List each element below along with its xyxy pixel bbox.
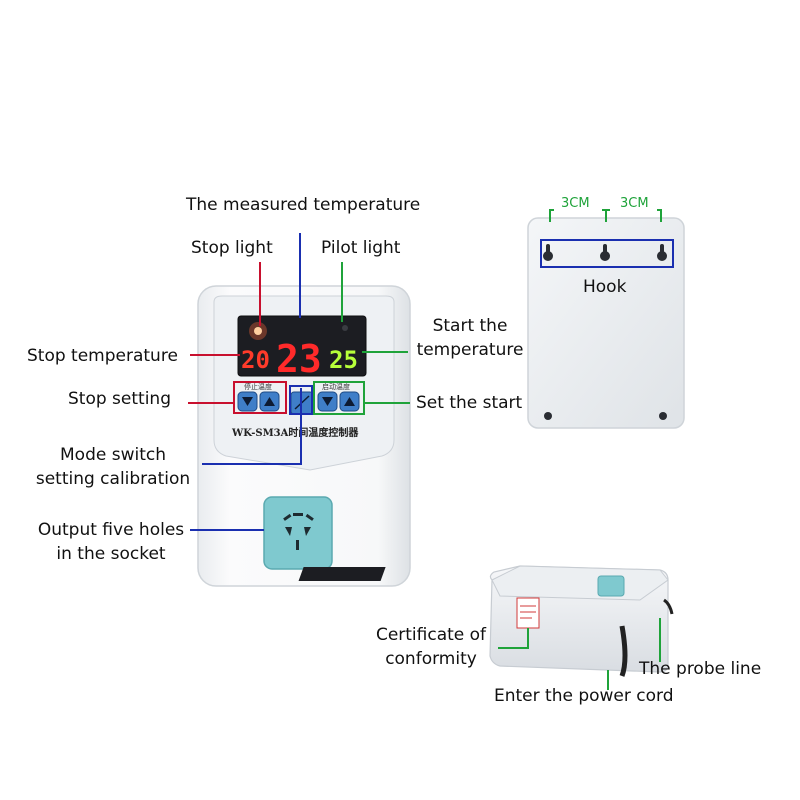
- front-device: 20 23 25 停止温度 启动温度 WK-SM3A时间温度控制器: [197, 285, 411, 587]
- leader-lines: [188, 233, 661, 690]
- model-text: WK-SM3A时间温度控制器: [231, 426, 359, 439]
- measured-temp-digits: 23: [276, 337, 322, 381]
- stop-up-button[interactable]: [259, 391, 280, 412]
- down-arrow-icon: [322, 397, 333, 406]
- stop-group-caption: 停止温度: [244, 382, 272, 391]
- power-cord: [619, 625, 628, 677]
- spacing-markers: [549, 209, 662, 222]
- mode-switch-box: [289, 385, 313, 415]
- certificate-leader: [498, 628, 529, 649]
- side-top: [491, 565, 669, 601]
- hook-label: Hook: [583, 277, 627, 297]
- display-window: [237, 315, 367, 377]
- measured-temp-label: The measured temperature: [186, 195, 421, 215]
- start-temp-label: Start the temperature: [416, 316, 524, 360]
- spacing-right-label: 3CM: [620, 196, 649, 211]
- mode-switch-label: Mode switch setting calibration: [35, 445, 191, 489]
- stop-light-label: Stop light: [191, 238, 273, 258]
- start-temp-digits: 25: [329, 346, 358, 374]
- start-group-caption: 启动温度: [322, 382, 350, 391]
- probe-line-label: The probe line: [639, 659, 762, 679]
- output-socket-label: Output five holes in the socket: [37, 520, 185, 564]
- side-socket: [597, 575, 625, 597]
- side-view: [298, 565, 674, 677]
- probe-line: [663, 598, 674, 615]
- pilot-light-label: Pilot light: [321, 238, 401, 258]
- set-start-box: [313, 381, 365, 415]
- stop-temp-digits: 20: [241, 346, 270, 374]
- stop-setting-label: Stop setting: [68, 389, 171, 409]
- certificate-sticker: [516, 597, 540, 629]
- set-start-label: Set the start: [416, 393, 523, 413]
- output-socket: [263, 496, 333, 570]
- stop-light: [254, 327, 262, 335]
- side-display: [298, 567, 386, 581]
- certificate-lines: [520, 605, 536, 619]
- back-view: [527, 209, 685, 429]
- up-arrow-icon: [264, 397, 275, 406]
- certificate-label: Certificate of conformity: [375, 625, 487, 669]
- stop-down-button[interactable]: [237, 391, 258, 412]
- start-up-button[interactable]: [339, 391, 360, 412]
- down-arrow-icon: [242, 397, 253, 406]
- up-arrow-icon: [344, 397, 355, 406]
- stop-temp-label: Stop temperature: [27, 346, 178, 366]
- pilot-light: [342, 325, 348, 331]
- hook-highlight-box: [540, 239, 674, 268]
- hook-holes: [543, 244, 667, 420]
- power-cord-label: Enter the power cord: [494, 686, 674, 706]
- start-down-button[interactable]: [317, 391, 338, 412]
- spacing-left-label: 3CM: [561, 196, 590, 211]
- socket-icon: [283, 513, 314, 550]
